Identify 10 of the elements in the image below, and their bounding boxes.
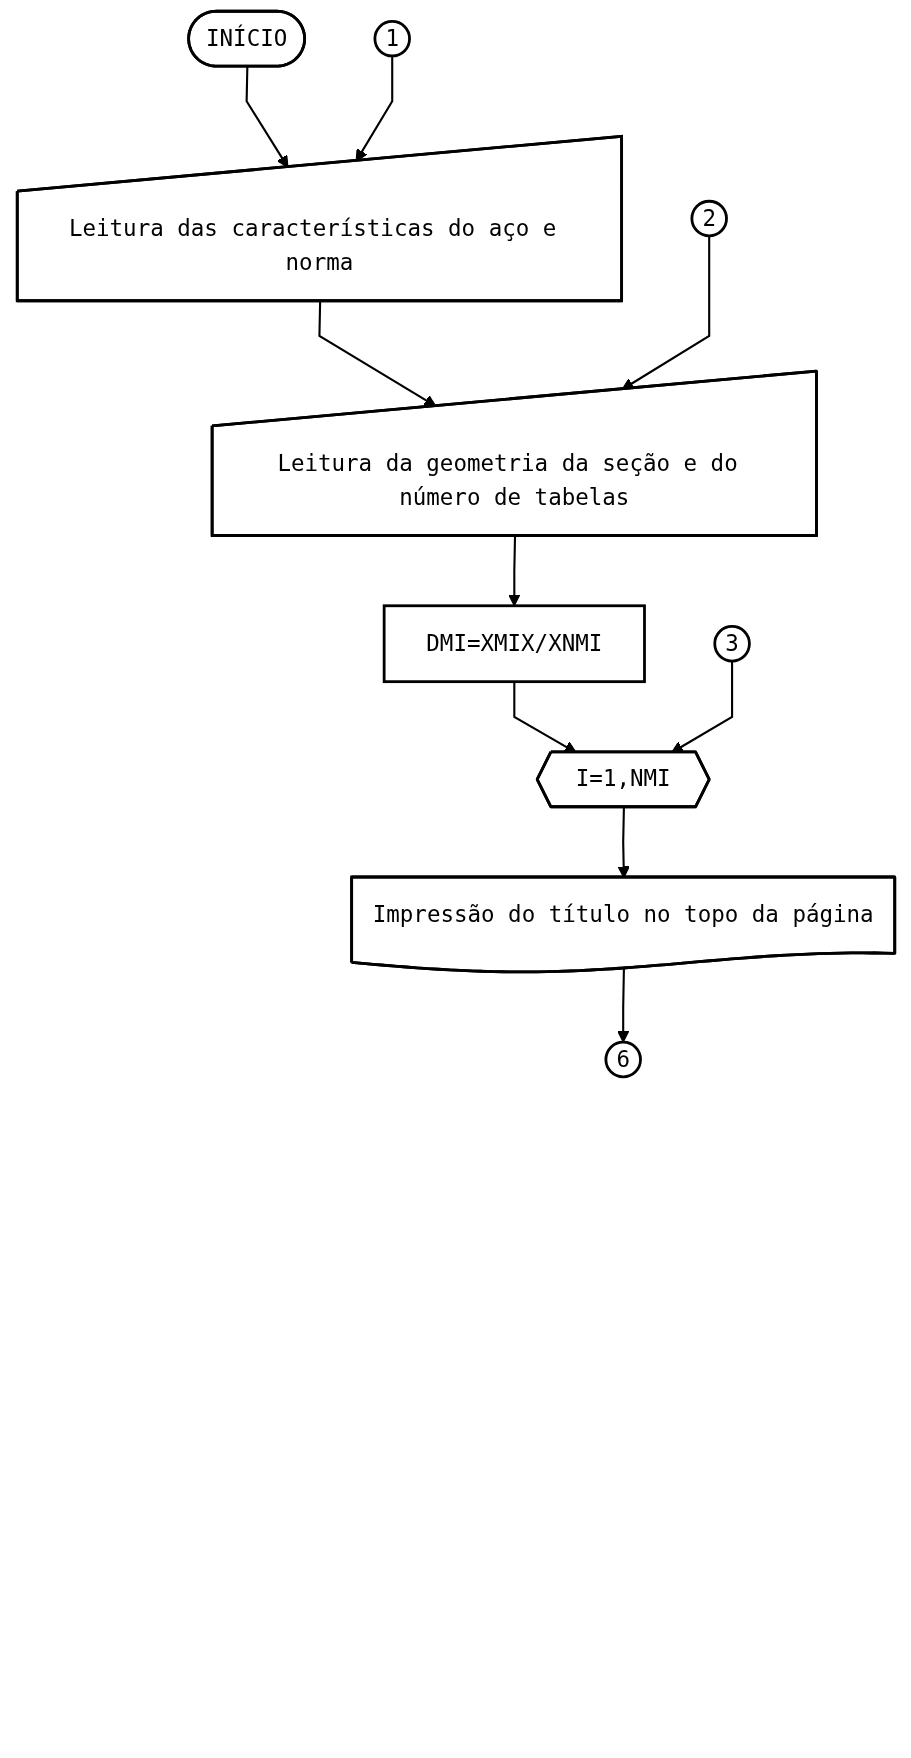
node-circle: 2 [689,199,728,238]
arrow [616,968,629,1043]
arrow [355,55,393,162]
node-circle: 6 [603,1040,642,1079]
node-circle: 3 [712,625,751,663]
arrow [317,301,436,407]
arrow [245,66,288,168]
node-circle: 1 [373,19,411,58]
node-box: DMI=XMIX/XNMI [382,604,646,684]
arrow [621,235,710,390]
